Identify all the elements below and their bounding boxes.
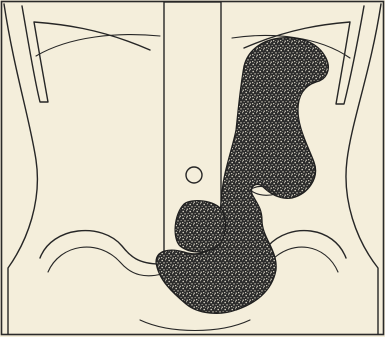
- stippled-cecum-mass: [175, 201, 225, 252]
